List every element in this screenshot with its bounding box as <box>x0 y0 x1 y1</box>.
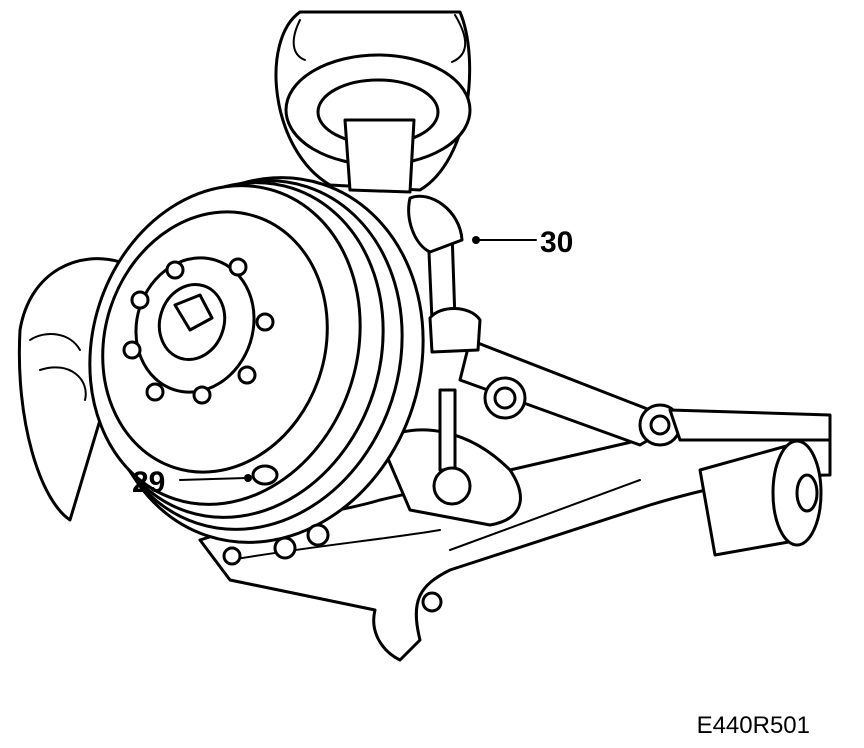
coil-spring <box>274 10 472 194</box>
callout-29-label: 29 <box>132 466 165 499</box>
upper-link-arm <box>458 338 832 447</box>
bolt-hole <box>237 365 257 385</box>
callout-30-label: 30 <box>540 226 573 259</box>
bolt-hole <box>145 382 165 402</box>
disc-bolt <box>251 464 279 486</box>
bolt-hole <box>228 257 248 277</box>
wheel-hub <box>122 256 275 405</box>
bolt-hole <box>122 340 142 360</box>
figure-id: E440R501 <box>696 712 810 739</box>
bolt-hole <box>130 290 150 310</box>
callout-29-leader <box>179 474 252 482</box>
bolt-hole <box>255 312 275 332</box>
bolt-hole <box>165 260 185 280</box>
stabilizer-link <box>407 194 482 506</box>
callout-30-leader <box>472 236 537 244</box>
bushing-housing <box>698 439 823 557</box>
bolt-hole <box>192 385 212 405</box>
arm-nuts <box>222 523 443 613</box>
